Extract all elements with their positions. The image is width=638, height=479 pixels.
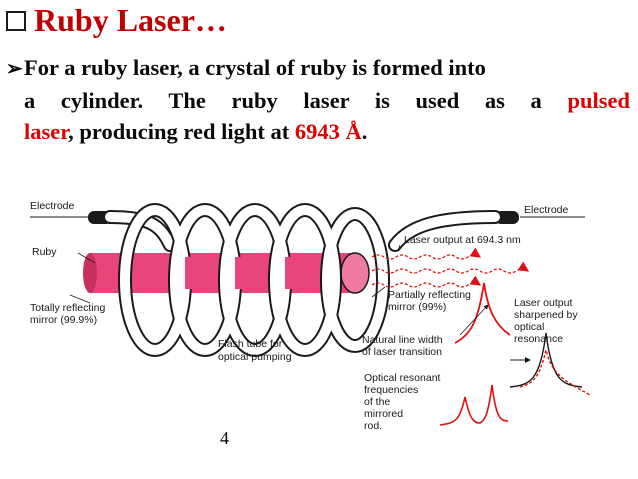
label-natural-line-2: of laser transition (362, 346, 442, 358)
bullet-paragraph: ➢For a ruby laser, a crystal of ruby is … (6, 52, 630, 147)
ruby-rod-front-end (340, 252, 370, 294)
label-flash-tube-2: optical pumping (218, 351, 292, 363)
bullet-text-end: . (361, 119, 368, 144)
label-ruby: Ruby (32, 246, 57, 258)
slide-title: Ruby Laser… (6, 2, 227, 39)
flash-tube-coil-fill (105, 212, 500, 250)
bullet-text-3: , producing red light at (68, 119, 290, 144)
label-totally-reflecting-2: mirror (99.9%) (30, 314, 97, 326)
slide-title-text: Ruby Laser… (34, 2, 227, 38)
label-laser-output-4: resonance (514, 333, 563, 345)
label-laser-output-3: optical (514, 321, 544, 333)
label-optical-resonant-5: rod. (364, 420, 382, 432)
bullet-text-2: a cylinder. The ruby laser is used as a (24, 88, 542, 113)
bullet-line-3: laser, producing red light at 6943 Å. (6, 116, 630, 147)
label-optical-resonant-1: Optical resonant (364, 372, 441, 384)
bullet-highlight-pulsed: pulsed (567, 88, 630, 113)
label-partially-reflecting-2: mirror (99%) (388, 301, 446, 313)
label-flash-tube-1: Flash tube for (218, 338, 283, 350)
label-optical-resonant-3: of the (364, 396, 390, 408)
bullet-line-2: a cylinder. The ruby laser is used as a … (6, 85, 630, 116)
label-electrode-left: Electrode (30, 200, 75, 212)
ruby-laser-diagram: Electrode Electrode Ruby Totally reflect… (30, 200, 591, 432)
bullet-highlight-wavelength: 6943 Å (294, 119, 362, 144)
resonant-frequencies-curve (439, 384, 509, 426)
bullet-line-1: ➢For a ruby laser, a crystal of ruby is … (6, 52, 630, 85)
ruby-rod-back-end (83, 253, 97, 293)
label-pointers (69, 244, 401, 304)
sharpened-output-peak (509, 332, 583, 388)
natural-line-pointer (459, 304, 489, 336)
page-number: 4 (220, 428, 229, 448)
laser-output-beam (371, 247, 530, 288)
label-natural-line-1: Natural line width (362, 334, 443, 346)
label-optical-resonant-4: mirrored (364, 408, 403, 420)
bullet-text-1: For a ruby laser, a crystal of ruby is f… (24, 55, 486, 80)
ruby-rod-front-segments (185, 257, 297, 289)
arrow-bullet-icon: ➢ (6, 58, 23, 80)
label-optical-resonant-2: frequencies (364, 384, 418, 396)
label-laser-output-1: Laser output (514, 297, 572, 309)
label-partially-reflecting-1: Partially reflecting (388, 289, 471, 301)
checkbox-bullet-icon (6, 10, 26, 31)
label-laser-output-wavelength: Laser output at 694.3 nm (404, 234, 521, 246)
label-electrode-right: Electrode (524, 204, 569, 216)
sharpened-output-envelope (519, 349, 591, 396)
label-laser-output-2: sharpened by (514, 309, 578, 321)
label-totally-reflecting-1: Totally reflecting (30, 302, 105, 314)
bullet-highlight-laser: laser (24, 119, 69, 144)
natural-line-width-curve (454, 282, 511, 344)
